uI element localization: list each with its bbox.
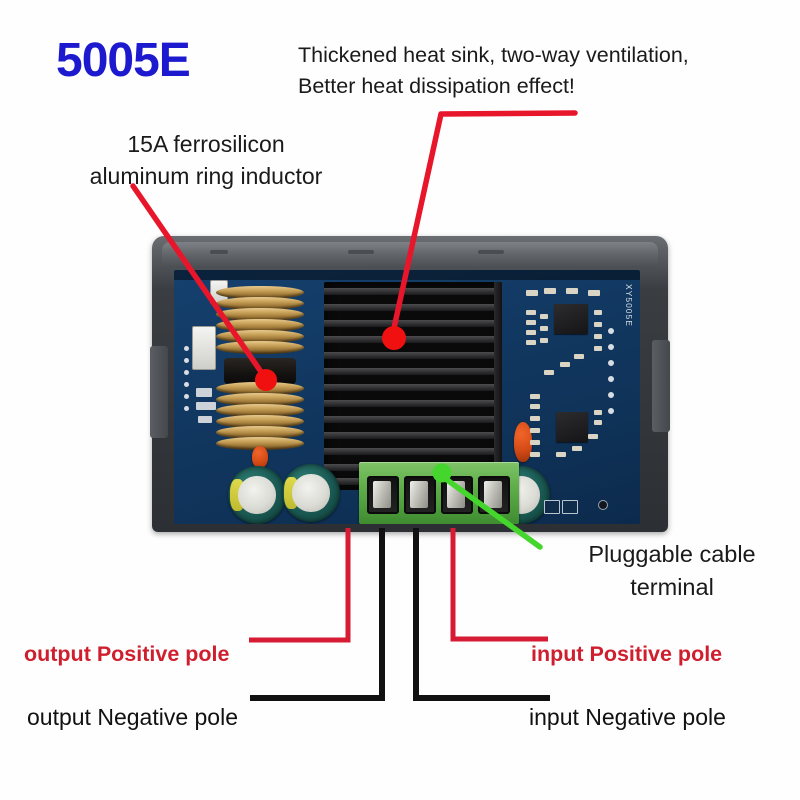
terminal-annotation-line1: Pluggable cable: [588, 541, 756, 567]
smd-resistor: [574, 354, 584, 359]
smd-resistor: [540, 314, 548, 319]
inductor-annotation: 15A ferrosilicon aluminum ring inductor: [26, 128, 386, 192]
terminal-annotation-line2: terminal: [630, 573, 714, 600]
pcb-via: [184, 382, 189, 387]
orange-capacitor-right: [514, 422, 532, 462]
smd-resistor: [556, 452, 566, 457]
pcb-via: [608, 344, 614, 350]
label-output-positive: output Positive pole: [24, 642, 230, 666]
housing-top-lip: [162, 242, 658, 268]
wire-input-negative: [413, 528, 550, 701]
smd-pad: [196, 402, 216, 410]
smd-resistor: [530, 404, 540, 409]
terminal-screw-3[interactable]: [441, 476, 473, 514]
smd-resistor: [526, 320, 536, 325]
smd-resistor: [588, 434, 598, 439]
smd-resistor: [540, 326, 548, 331]
pcb-via: [608, 392, 614, 398]
housing-side-tab-left: [150, 346, 168, 438]
heatsink-annotation: Thickened heat sink, two-way ventilation…: [298, 40, 689, 101]
smd-resistor: [530, 428, 540, 433]
label-input-negative: input Negative pole: [529, 704, 726, 730]
inductor-annotation-line2: aluminum ring inductor: [89, 163, 323, 190]
electrolytic-capacitor-1: [228, 466, 286, 524]
smd-resistor: [588, 290, 600, 296]
smd-resistor: [560, 362, 570, 367]
orange-capacitor-left: [252, 446, 268, 468]
pcb-via: [608, 360, 614, 366]
smd-resistor: [594, 346, 602, 351]
smd-resistor: [530, 452, 540, 457]
smd-pad: [198, 416, 212, 423]
smd-pad: [196, 388, 212, 397]
product-model-title: 5005E: [56, 34, 191, 87]
heatsink-annotation-line1: Thickened heat sink, two-way ventilation…: [298, 43, 689, 67]
smd-resistor: [526, 340, 536, 345]
ferrosilicon-ring-inductor: [216, 286, 304, 456]
smd-resistor: [594, 410, 602, 415]
mounting-hole: [598, 500, 608, 510]
smd-resistor: [526, 290, 538, 296]
wire-output-negative: [250, 528, 385, 701]
ic-chip-lower: [556, 412, 588, 442]
product-photo: XY5005E: [150, 236, 670, 532]
test-pad: [544, 500, 560, 514]
pcb-top-shadow: [174, 270, 640, 280]
ic-chip-upper: [554, 304, 588, 334]
pcb-via: [184, 358, 189, 363]
smd-resistor: [544, 288, 556, 294]
terminal-screw-2[interactable]: [404, 476, 436, 514]
pcb-via: [184, 406, 189, 411]
smd-resistor: [594, 420, 602, 425]
jst-connector-main: [192, 326, 216, 370]
pcb-via: [608, 376, 614, 382]
smd-resistor: [526, 310, 536, 315]
terminal-screw-4[interactable]: [478, 476, 510, 514]
electrolytic-capacitor-2: [282, 464, 340, 522]
smd-resistor: [594, 322, 602, 327]
housing-notch: [210, 250, 228, 254]
smd-resistor: [594, 310, 602, 315]
smd-resistor: [544, 370, 554, 375]
smd-resistor: [594, 334, 602, 339]
test-pad: [562, 500, 578, 514]
housing-notch: [478, 250, 504, 254]
smd-resistor: [572, 446, 582, 451]
pluggable-cable-terminal[interactable]: [359, 462, 519, 524]
silkscreen-model-text: XY5005E: [624, 284, 634, 327]
pcb-via: [184, 394, 189, 399]
wire-input-positive: [450, 528, 548, 642]
pcb-via: [184, 346, 189, 351]
smd-resistor: [530, 394, 540, 399]
pcb-via: [608, 328, 614, 334]
smd-resistor: [566, 288, 578, 294]
label-input-positive: input Positive pole: [531, 642, 723, 666]
inductor-annotation-line1: 15A ferrosilicon: [127, 131, 285, 157]
heatsink-annotation-line2: Better heat dissipation effect!: [298, 73, 575, 98]
smd-resistor: [530, 416, 540, 421]
housing-notch: [348, 250, 374, 254]
smd-resistor: [530, 440, 540, 445]
pcb-board: XY5005E: [174, 270, 640, 524]
housing-side-tab-right: [652, 340, 670, 432]
aluminum-heatsink: [324, 282, 502, 490]
pcb-via: [608, 408, 614, 414]
pcb-via: [184, 370, 189, 375]
wire-output-positive: [249, 528, 351, 643]
label-output-negative: output Negative pole: [27, 704, 238, 730]
smd-resistor: [526, 330, 536, 335]
terminal-screw-1[interactable]: [367, 476, 399, 514]
terminal-annotation: Pluggable cable terminal: [548, 538, 796, 604]
smd-resistor: [540, 338, 548, 343]
